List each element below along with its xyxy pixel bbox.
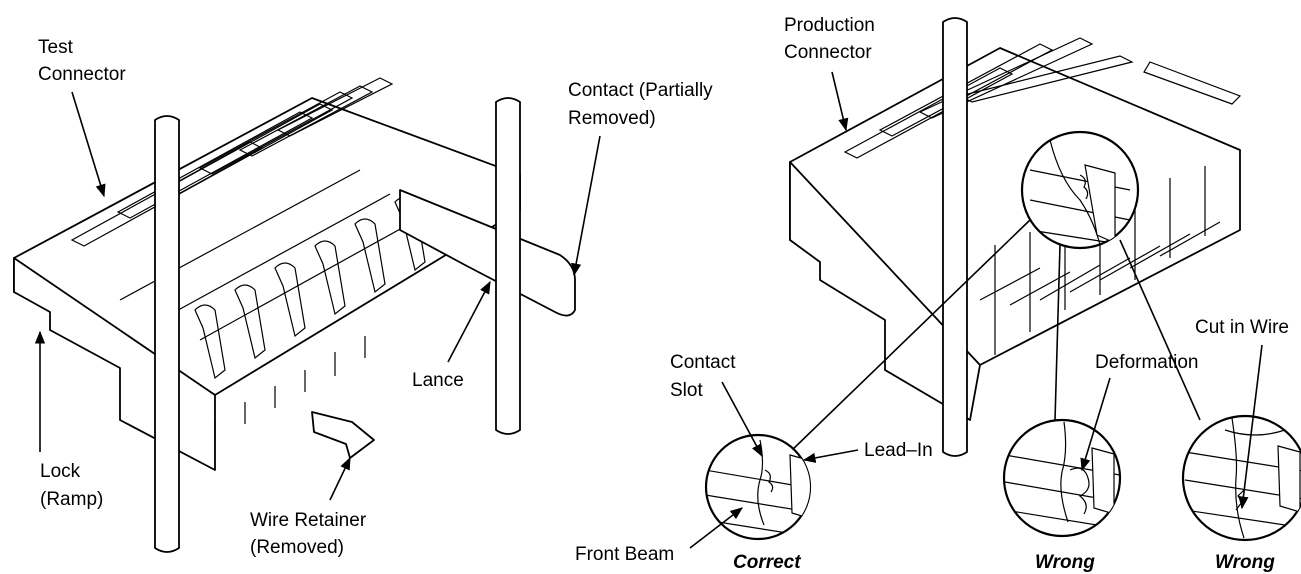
svg-text:Connector: Connector bbox=[38, 64, 126, 85]
wire-retainer-label: Wire Retainer (Removed) bbox=[250, 510, 367, 558]
wrong-deformation-verdict: Wrong bbox=[1035, 552, 1095, 573]
zoom-line-correct bbox=[789, 219, 1031, 453]
test-connector-drawing bbox=[13, 77, 576, 553]
wrong-cut-inset bbox=[1181, 414, 1301, 542]
production-connector-front-face bbox=[789, 161, 981, 421]
cut-in-wire-leader bbox=[1238, 344, 1263, 510]
test-connector-leader bbox=[71, 91, 106, 198]
wire-retainer-part bbox=[311, 411, 375, 459]
zoom-inset-circle bbox=[1020, 130, 1140, 250]
zoom-line-deformation bbox=[1054, 244, 1061, 421]
right-wire bbox=[495, 97, 521, 435]
deformation-label: Deformation bbox=[1095, 352, 1199, 373]
lead-in-label: Lead–In bbox=[864, 440, 933, 461]
svg-text:Test: Test bbox=[38, 37, 74, 58]
production-connector-drawing bbox=[789, 17, 1242, 457]
svg-text:Production: Production bbox=[784, 15, 875, 36]
cut-in-wire-label: Cut in Wire bbox=[1195, 317, 1289, 338]
contact-slot-label: Contact Slot bbox=[670, 352, 736, 401]
front-beam-label: Front Beam bbox=[575, 544, 674, 565]
left-wire bbox=[154, 115, 180, 553]
svg-text:Slot: Slot bbox=[670, 380, 703, 401]
svg-text:Lock: Lock bbox=[40, 461, 81, 482]
correct-verdict: Correct bbox=[733, 552, 801, 573]
svg-text:Connector: Connector bbox=[784, 42, 872, 63]
test-connector-contacts bbox=[194, 196, 426, 440]
test-connector-label: Test Connector bbox=[38, 37, 126, 85]
wire-retainer-leader bbox=[329, 456, 351, 501]
svg-text:Contact: Contact bbox=[670, 352, 736, 373]
front-beam-leader bbox=[689, 507, 744, 549]
svg-text:Wire Retainer: Wire Retainer bbox=[250, 510, 367, 531]
lance-label: Lance bbox=[412, 370, 464, 391]
production-connector-label: Production Connector bbox=[784, 15, 875, 63]
wrong-cut-verdict: Wrong bbox=[1215, 552, 1275, 573]
svg-text:Contact (Partially: Contact (Partially bbox=[568, 80, 713, 101]
zoom-line-cut bbox=[1119, 239, 1201, 421]
lead-in-leader bbox=[802, 449, 859, 463]
deformation-leader bbox=[1080, 377, 1111, 472]
production-connector-leader bbox=[831, 71, 849, 132]
svg-text:Removed): Removed) bbox=[568, 108, 656, 129]
partially-removed-contact bbox=[399, 189, 576, 317]
wrong-deformation-inset bbox=[1002, 418, 1122, 538]
contact-partially-removed-label: Contact (Partially Removed) bbox=[568, 80, 713, 129]
production-connector-top-face bbox=[789, 47, 1241, 366]
contact-slot-leader bbox=[721, 381, 763, 458]
lance-leader bbox=[447, 280, 491, 363]
lock-ramp-label: Lock (Ramp) bbox=[40, 461, 103, 510]
contact-leader bbox=[571, 135, 601, 277]
svg-text:(Ramp): (Ramp) bbox=[40, 489, 103, 510]
svg-text:(Removed): (Removed) bbox=[250, 537, 344, 558]
production-wire bbox=[942, 17, 968, 457]
